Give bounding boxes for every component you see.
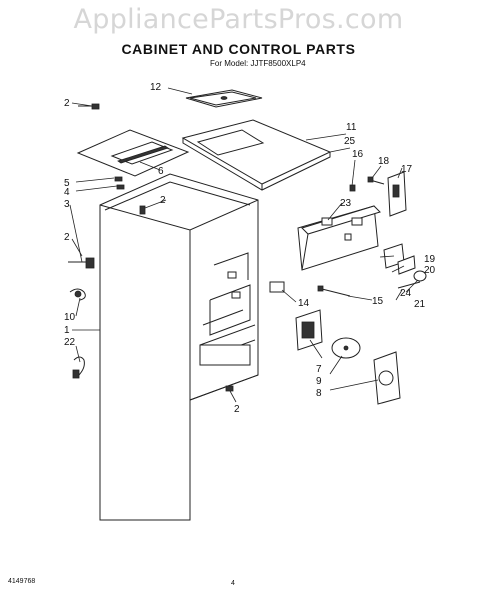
diagram-title: CABINET AND CONTROL PARTS (121, 41, 356, 57)
callout-14: 14 (298, 298, 310, 309)
part-14-switch (269, 281, 285, 293)
part-15-screw (317, 285, 351, 297)
callout-20: 20 (424, 265, 436, 276)
part-1-cabinet-body (99, 173, 259, 521)
callout-3: 3 (64, 199, 70, 210)
part-2-screw-bottom (225, 385, 234, 392)
callout-19: 19 (424, 254, 436, 265)
callout-2-left: 2 (64, 232, 70, 243)
part-7-timer (295, 309, 323, 351)
callout-22: 22 (64, 337, 76, 348)
part-22-power-cord (72, 356, 85, 379)
callout-24: 24 (400, 288, 412, 299)
callout-17: 17 (401, 164, 413, 175)
callout-16: 16 (352, 149, 364, 160)
callout-1: 1 (64, 325, 70, 336)
part-3-bracket (68, 257, 95, 269)
part-12-control-cover (185, 89, 263, 108)
part-11-cabinet-top (181, 119, 332, 191)
part-16-screw (349, 184, 356, 192)
callout-11: 11 (346, 122, 357, 133)
callout-21: 21 (414, 299, 426, 310)
part-6-panel-bracket (76, 129, 190, 190)
part-19-switch (383, 243, 416, 275)
document-number: 4149768 (8, 578, 36, 585)
callout-18: 18 (378, 156, 390, 167)
callout-4: 4 (64, 187, 70, 198)
part-17-switch-bracket (387, 171, 407, 217)
callout-23: 23 (340, 198, 352, 209)
model-subtitle: For Model: JJTF8500XLP4 (210, 59, 306, 68)
part-23-control-console (297, 205, 381, 271)
callout-9: 9 (316, 376, 322, 387)
part-2-screw-body (139, 205, 146, 215)
part-8-dial-plate (373, 351, 401, 405)
callout-2-body: 2 (160, 195, 166, 206)
callout-15: 15 (372, 296, 384, 307)
callout-8: 8 (316, 388, 322, 399)
page-number: 4 (231, 580, 235, 587)
callout-12: 12 (150, 82, 162, 93)
callout-7: 7 (316, 364, 322, 375)
callout-25: 25 (344, 136, 356, 147)
callout-6: 6 (158, 166, 164, 177)
part-9-dial (331, 337, 361, 359)
callout-10: 10 (64, 312, 76, 323)
callout-2-top: 2 (64, 98, 70, 109)
callout-2-bottom: 2 (234, 404, 240, 415)
site-watermark: AppliancePartsPros.com (73, 4, 404, 35)
part-18-screw (367, 176, 385, 185)
callout-5: 5 (64, 178, 70, 189)
part-24-knob (397, 270, 427, 289)
part-10-cord-clamp (69, 288, 86, 301)
